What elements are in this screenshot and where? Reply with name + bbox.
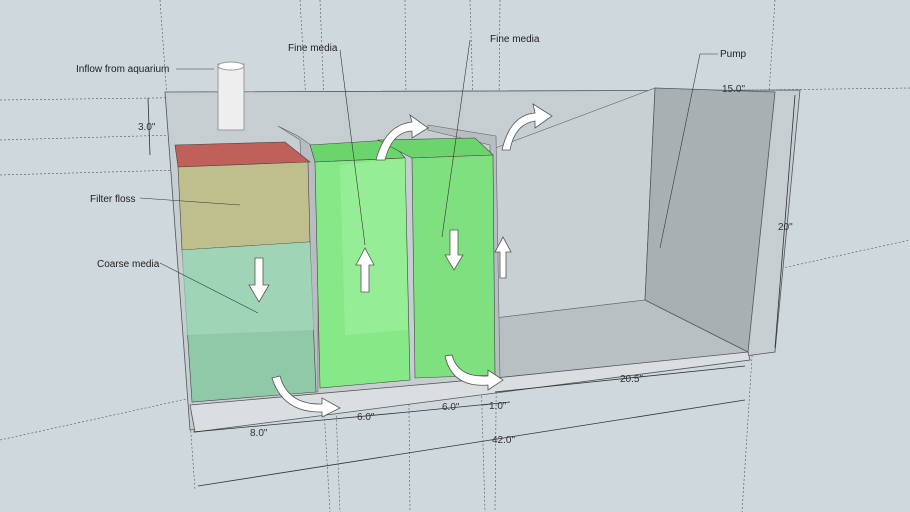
label-coarse-media: Coarse media <box>97 259 160 270</box>
label-fine-media-1: Fine media <box>288 43 338 54</box>
curved-arrow-icon <box>444 354 504 391</box>
arrow-down-icon <box>248 257 270 303</box>
dim-fine-chamber-1: 6.0" <box>357 412 375 423</box>
dim-weir-depth: 3.0" <box>138 122 156 133</box>
curved-arrow-icon <box>271 375 341 418</box>
curved-arrow-icon <box>501 103 553 151</box>
curved-arrow-icon <box>375 113 429 161</box>
arrow-up-icon <box>494 236 512 279</box>
dim-pump-chamber: 20.5" <box>620 374 643 385</box>
dim-coarse-chamber: 8.0" <box>250 428 268 439</box>
dim-width: 15.0" <box>722 84 745 95</box>
floss-top <box>174 141 311 168</box>
filter-floss-block <box>177 161 311 251</box>
arrow-down-icon <box>444 229 464 271</box>
label-filter-floss: Filter floss <box>90 194 136 205</box>
dim-total-length: 42.0" <box>492 435 515 446</box>
inflow-pipe <box>217 61 245 131</box>
label-fine-media-2: Fine media <box>490 34 540 45</box>
dimension-lines <box>147 94 796 487</box>
coarse-chamber <box>174 141 317 403</box>
leader-lines <box>139 39 718 314</box>
label-pump: Pump <box>720 49 747 60</box>
dim-height: 20" <box>778 222 793 233</box>
arrow-up-icon <box>355 247 375 293</box>
dim-baffle-gap: 1.0" <box>489 401 507 412</box>
label-inflow: Inflow from aquarium <box>76 64 169 75</box>
dim-fine-chamber-2: 6.0" <box>442 402 460 413</box>
flow-arrows <box>248 103 553 418</box>
